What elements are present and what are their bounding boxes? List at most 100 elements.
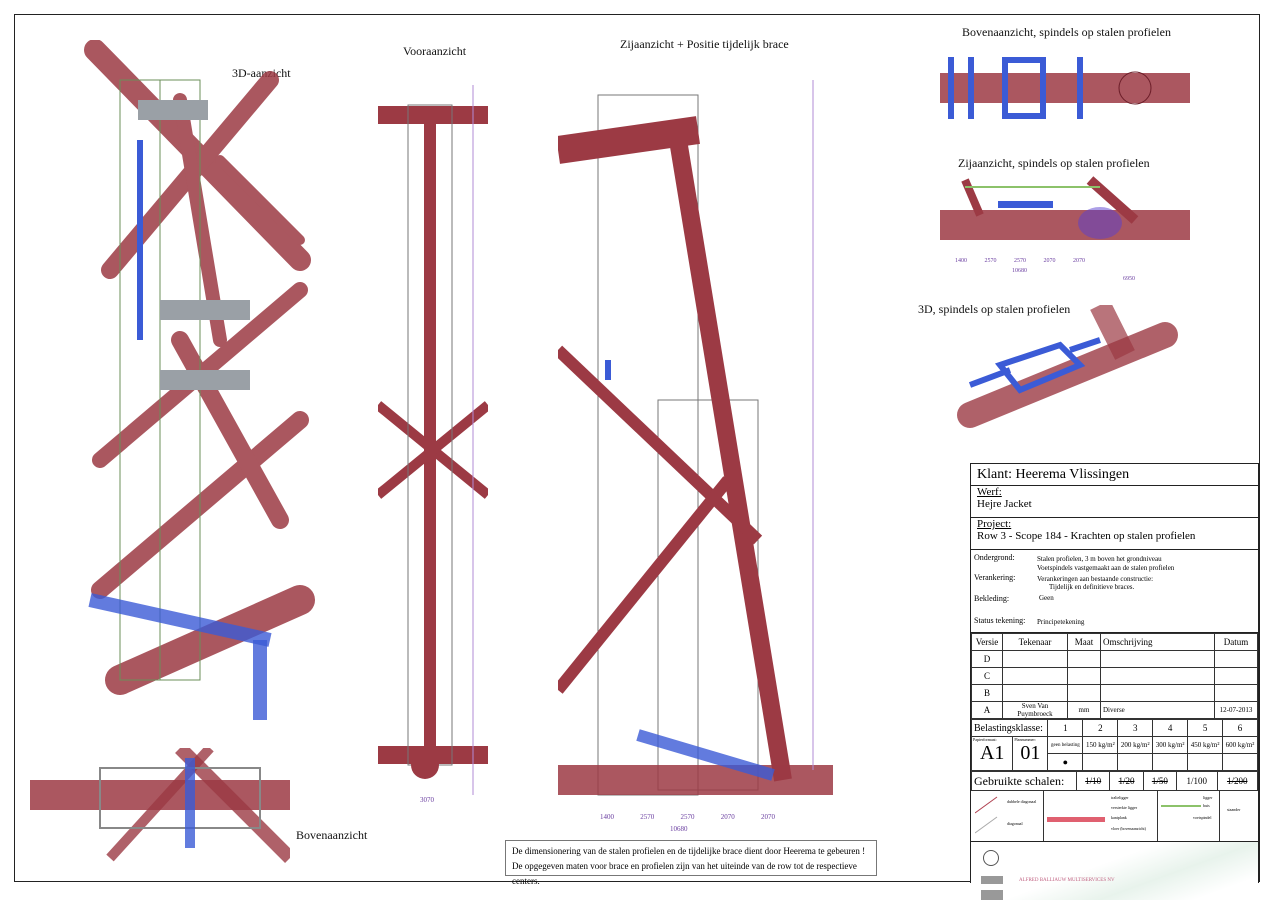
plan-value: 01 <box>1020 742 1041 764</box>
col-header: Omschrijving <box>1100 633 1215 651</box>
vca-logo <box>981 876 1003 884</box>
ondergrond-2: Voetspindels vastgemaakt aan de stalen p… <box>1037 564 1175 572</box>
class: 3 <box>1117 719 1154 737</box>
project: Project: Row 3 - Scope 184 - Krachten op… <box>971 518 1258 550</box>
cell: C <box>971 667 1003 685</box>
kantplank-swatch <box>1047 817 1105 822</box>
title-top-view: Bovenaanzicht <box>296 828 368 842</box>
legend-diagonal-icons <box>975 796 998 834</box>
drawing-top-spindles <box>940 57 1190 119</box>
scales-label: Gebruikte schalen: <box>971 771 1077 791</box>
revision-row: B <box>971 684 1258 702</box>
revision-header: Versie Tekenaar Maat Omschrijving Datum <box>971 633 1258 651</box>
title-3d-spindles: 3D, spindels op stalen profielen <box>918 302 1071 316</box>
cell: 12-07-2013 <box>1214 701 1258 719</box>
dim: 2570 <box>1014 258 1026 264</box>
legend: dubbele diagonaal diagonaal tralieligger… <box>971 791 1258 842</box>
paper-value: A1 <box>979 742 1005 764</box>
load: 450 kg/m² <box>1187 736 1224 754</box>
legend-item: buis <box>1203 803 1210 808</box>
scale: 1/10 <box>1075 771 1111 791</box>
notes-box: De dimensionering van de stalen profiele… <box>505 840 877 886</box>
iso-logo <box>981 890 1003 900</box>
class: 1 <box>1047 719 1084 737</box>
load-select-row: ● <box>972 753 1258 771</box>
title-top-spindles: Bovenaanzicht, spindels op stalen profie… <box>962 25 1171 39</box>
revision-row: A Sven Van Puymbroeck mm Diverse 12-07-2… <box>971 701 1258 719</box>
scale: 1/50 <box>1142 771 1178 791</box>
revision-row: C <box>971 667 1258 685</box>
site-info: Ondergrond: Stalen profielen, 3 m boven … <box>971 550 1258 633</box>
verankering-2: Tijdelijk en definitieve braces. <box>1049 583 1135 591</box>
scale: 1/20 <box>1109 771 1144 791</box>
verankering-1: Verankeringen aan bestaande constructie: <box>1037 575 1154 583</box>
dim: 2070 <box>1073 258 1085 264</box>
buis-swatch <box>1161 805 1201 807</box>
company-block: ALFRED BALLIAUW MULTISERVICES NV <box>971 842 1258 900</box>
steel-tubes <box>84 40 315 695</box>
drawing-3d-spindles <box>957 305 1178 428</box>
class: 2 <box>1082 719 1119 737</box>
dim: 2570 <box>680 813 695 821</box>
col-header: Maat <box>1067 633 1101 651</box>
deck <box>138 100 208 120</box>
sheet-border <box>14 14 1260 882</box>
class: 4 <box>1152 719 1189 737</box>
verankering-label: Verankering: <box>974 573 1016 582</box>
selected-class-dot: ● <box>1047 753 1084 771</box>
paper-format: Papierformaat:A1 <box>970 736 1014 771</box>
fab-logo <box>983 850 999 866</box>
note-line: De opgegeven maten voor brace en profiel… <box>512 861 857 886</box>
title-block: Klant: Heerema Vlissingen Werf: Hejre Ja… <box>970 463 1259 900</box>
project-value: Row 3 - Scope 184 - Krachten op stalen p… <box>977 530 1196 542</box>
side-dimension-row: 1400 2570 2570 2070 2070 <box>600 813 775 821</box>
legend-item: versterkte ligger <box>1111 805 1138 810</box>
drawing-side-view <box>558 80 833 796</box>
title-side-view: Zijaanzicht + Positie tijdelijk brace <box>620 37 789 51</box>
drawing-side-spindles <box>940 176 1190 240</box>
bekleding-label: Bekleding: <box>974 594 1010 603</box>
cell: A <box>971 701 1003 719</box>
drawing-top-view <box>30 748 290 863</box>
dim: 2070 <box>720 813 735 821</box>
dim: 1400 <box>600 813 614 821</box>
deck <box>160 300 250 320</box>
scale-used: 1/100 <box>1176 771 1218 791</box>
legend-item: tralieligger <box>1111 795 1129 800</box>
plan-label: Plannummer: <box>1014 737 1036 742</box>
cell: Sven Van Puymbroeck <box>1002 701 1068 719</box>
deck <box>160 370 250 390</box>
col-header: Datum <box>1214 633 1258 651</box>
load: 200 kg/m² <box>1117 736 1154 754</box>
dim-spindle-offset: 6950 <box>1123 276 1135 282</box>
brace-blue <box>88 593 272 647</box>
dim: 2070 <box>761 813 775 821</box>
belasting-label: Belastingsklasse: <box>970 719 1049 737</box>
dim: 2070 <box>1043 258 1056 264</box>
scales-row: Gebruikte schalen: 1/10 1/20 1/50 1/100 … <box>971 771 1258 791</box>
dim: 2570 <box>984 258 997 264</box>
cell: D <box>971 650 1003 668</box>
legend-item: kantplank <box>1111 815 1127 820</box>
load-class-row: Belastingsklasse: 1 2 3 4 5 6 <box>970 719 1258 737</box>
ondergrond-1: Stalen profielen, 3 m boven het grondniv… <box>1037 555 1162 563</box>
drawing-front-view <box>378 85 488 795</box>
dim: 1400 <box>955 258 967 264</box>
title-front-view: Vooraanzicht <box>403 44 467 58</box>
legend-item: dubbele diagonaal <box>1007 799 1037 804</box>
load: geen belasting <box>1047 736 1084 754</box>
note-line: De dimensionering van de stalen profiele… <box>512 846 866 856</box>
revision-table: Versie Tekenaar Maat Omschrijving Datum … <box>970 633 1258 900</box>
col-header: Tekenaar <box>1002 633 1068 651</box>
werf-label: Werf: <box>977 486 1002 498</box>
title-side-spindles: Zijaanzicht, spindels op stalen profiele… <box>958 156 1150 170</box>
cell: B <box>971 684 1003 702</box>
legend-item: diagonaal <box>1007 821 1023 826</box>
status-label: Status tekening: <box>974 616 1026 625</box>
dim-front-width: 3070 <box>420 796 434 804</box>
paper-label: Papierformaat: <box>973 737 997 742</box>
load: 150 kg/m² <box>1082 736 1119 754</box>
legend-item: voetspindel <box>1193 815 1212 820</box>
cell: Diverse <box>1100 701 1215 719</box>
